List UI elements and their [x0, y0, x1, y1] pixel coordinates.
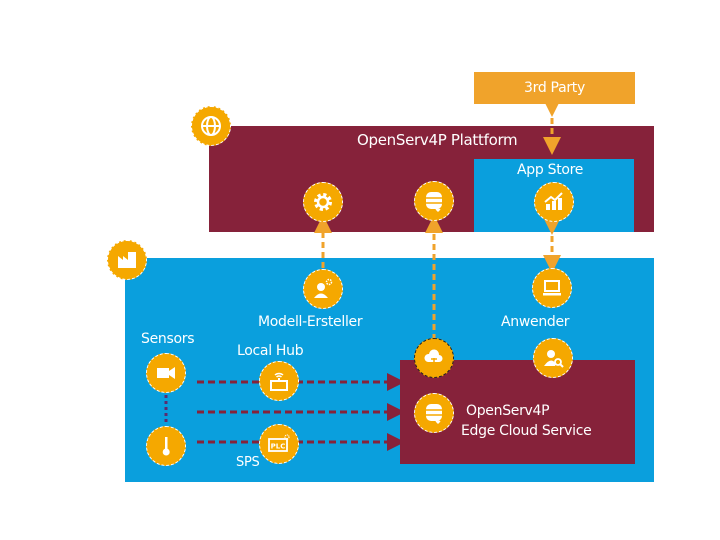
- third-party-box[interactable]: 3rd Party: [474, 72, 635, 104]
- modell-ersteller-label: Modell-Ersteller: [258, 314, 363, 330]
- svg-text:PLC: PLC: [271, 443, 286, 451]
- local-hub-label: Local Hub: [237, 343, 304, 359]
- user-gear-icon[interactable]: [303, 269, 343, 309]
- edge-database-icon[interactable]: [414, 393, 454, 433]
- cloud-upload-icon[interactable]: [414, 338, 454, 378]
- thermometer-icon[interactable]: [146, 426, 186, 466]
- database-download-icon[interactable]: [414, 181, 454, 221]
- app-store-label: App Store: [517, 162, 584, 178]
- sensors-label: Sensors: [141, 331, 195, 347]
- camera-icon[interactable]: [146, 353, 186, 393]
- globe-icon: [191, 106, 231, 146]
- growth-chart-icon[interactable]: [534, 182, 574, 222]
- edge-title-line2: Edge Cloud Service: [461, 423, 592, 439]
- anwender-label: Anwender: [501, 314, 570, 330]
- plc-icon[interactable]: PLC: [259, 424, 299, 464]
- wifi-hub-icon[interactable]: [259, 361, 299, 401]
- laptop-icon[interactable]: [532, 268, 572, 308]
- factory-icon: [107, 240, 147, 280]
- edge-title-line1: OpenServ4P: [466, 403, 550, 419]
- gear-icon[interactable]: [303, 182, 343, 222]
- sps-label: SPS: [236, 455, 260, 470]
- platform-title: OpenServ4P Plattform: [357, 131, 518, 149]
- third-party-label: 3rd Party: [524, 80, 585, 96]
- user-search-icon[interactable]: [533, 338, 573, 378]
